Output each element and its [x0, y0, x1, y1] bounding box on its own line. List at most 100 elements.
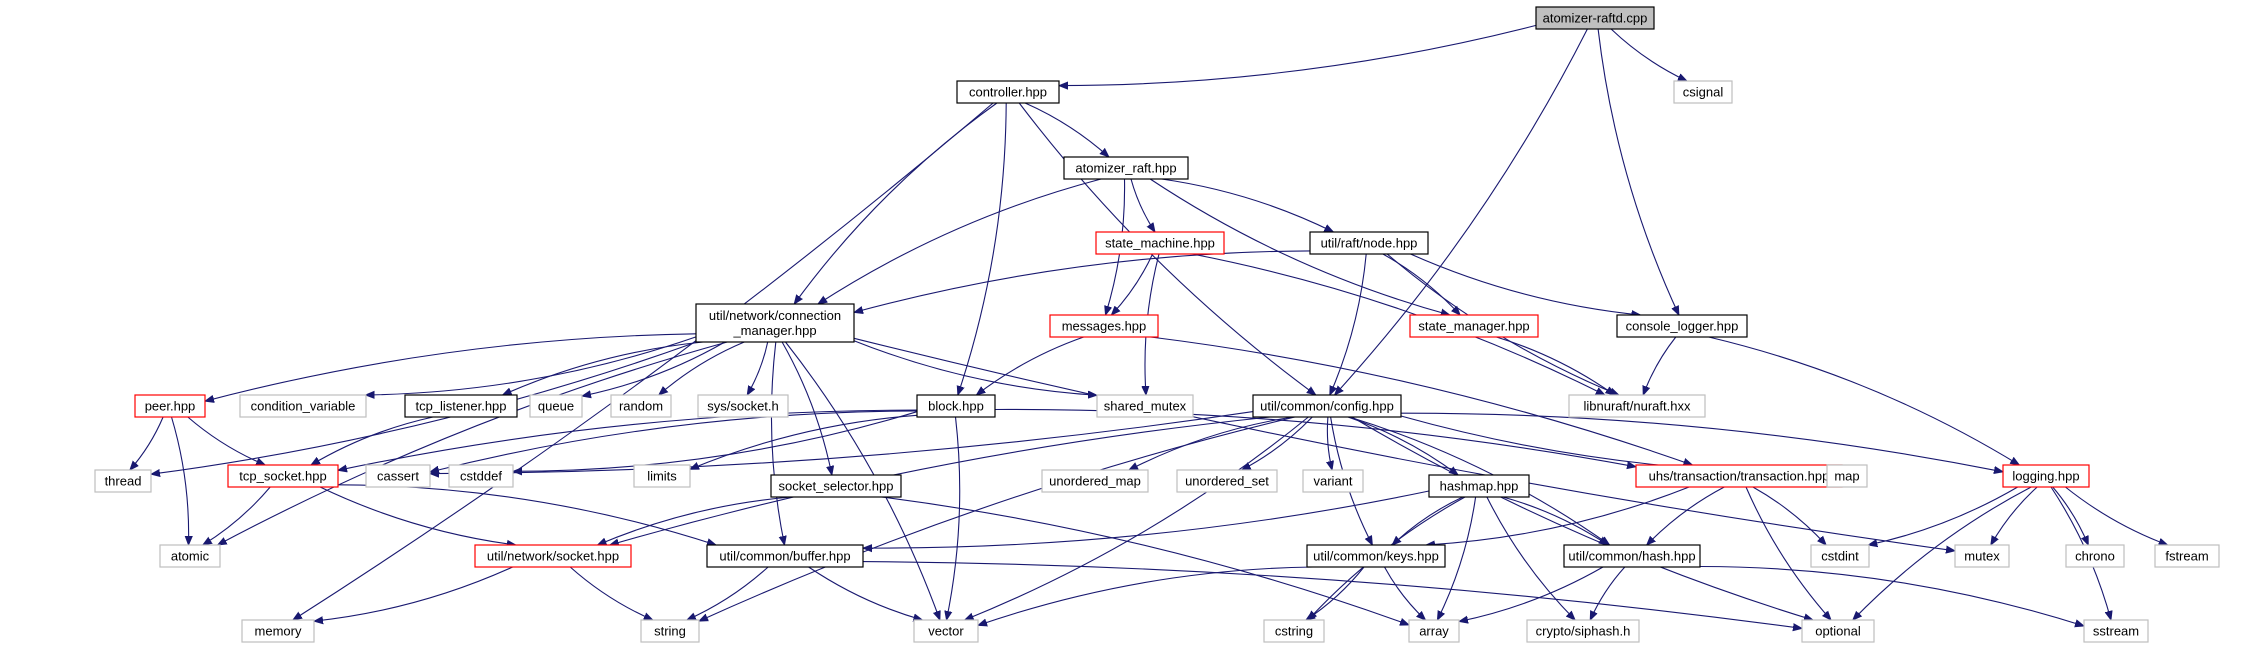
node-mutex: mutex	[1954, 544, 2010, 568]
edge-config-to-variant	[1327, 416, 1332, 470]
node-box-logging	[2002, 464, 2090, 488]
edge-socket_selector-to-array	[881, 496, 1409, 625]
edge-hashmap-to-hash	[1502, 496, 1608, 545]
node-hash[interactable]: util/common/hash.hpp	[1563, 544, 1701, 568]
edge-console_logger-to-nuraft	[1643, 336, 1677, 395]
node-label-socket_selector: socket_selector.hpp	[779, 479, 894, 494]
node-box-unordered_set	[1176, 469, 1278, 493]
node-sys_socket: sys/socket.h	[697, 394, 789, 418]
node-label-vector: vector	[928, 624, 964, 639]
node-box-root	[1535, 6, 1655, 30]
node-label-cassert: cassert	[377, 469, 419, 484]
edge-config-to-cassert	[430, 411, 1254, 474]
node-unordered_map: unordered_map	[1041, 469, 1149, 493]
node-logging[interactable]: logging.hpp	[2002, 464, 2090, 488]
edge-conn_mgr-to-atomic	[218, 341, 728, 545]
edge-buffer-to-optional	[862, 561, 1802, 629]
node-box-variant	[1302, 469, 1364, 493]
edge-config-to-logging	[1400, 412, 2003, 472]
node-transaction[interactable]: uhs/transaction/transaction.hpp	[1635, 464, 1843, 488]
node-vector: vector	[913, 619, 979, 643]
edge-messages-to-block	[976, 336, 1084, 395]
node-socket_selector[interactable]: socket_selector.hpp	[770, 474, 902, 498]
edge-conn_mgr-to-tcp_listener	[503, 341, 704, 396]
node-label-socket: util/network/socket.hpp	[487, 549, 619, 564]
node-label-map: map	[1834, 469, 1859, 484]
edge-atomizer_raft-to-conn_mgr	[818, 178, 1102, 304]
edge-config-to-vector	[965, 416, 1309, 621]
edge-atomizer_raft-to-node	[1161, 178, 1334, 232]
node-label-keys: util/common/keys.hpp	[1313, 549, 1439, 564]
node-messages[interactable]: messages.hpp	[1049, 314, 1159, 338]
node-box-nuraft	[1568, 394, 1706, 418]
node-box-cassert	[365, 464, 431, 488]
node-label-root: atomizer-raftd.cpp	[1543, 11, 1648, 26]
node-box-optional	[1801, 619, 1875, 643]
node-cstddef: cstddef	[448, 464, 514, 488]
edge-messages-to-transaction	[1150, 336, 1693, 465]
node-fstream: fstream	[2154, 544, 2220, 568]
node-limits: limits	[633, 464, 691, 488]
node-controller[interactable]: controller.hpp	[956, 80, 1060, 104]
node-block[interactable]: block.hpp	[916, 394, 996, 418]
node-console_logger[interactable]: console_logger.hpp	[1616, 314, 1748, 338]
node-label-console_logger: console_logger.hpp	[1626, 319, 1739, 334]
edge-node-to-state_manager	[1382, 253, 1460, 315]
node-box-console_logger	[1616, 314, 1748, 338]
node-peer[interactable]: peer.hpp	[134, 394, 206, 418]
edge-transaction-to-optional	[1745, 486, 1831, 620]
edge-atomizer_raft-to-state_manager	[1149, 178, 1450, 315]
node-memory: memory	[241, 619, 315, 643]
node-box-config	[1252, 394, 1402, 418]
node-unordered_set: unordered_set	[1176, 469, 1278, 493]
node-root[interactable]: atomizer-raftd.cpp	[1535, 6, 1655, 30]
node-state_machine[interactable]: state_machine.hpp	[1095, 231, 1225, 255]
node-state_manager[interactable]: state_manager.hpp	[1409, 314, 1539, 338]
edge-block-to-tcp_socket	[338, 409, 918, 470]
edge-controller-to-block	[958, 102, 1007, 395]
node-box-cstddef	[448, 464, 514, 488]
edge-transaction-to-keys	[1426, 486, 1690, 545]
node-box-cstring	[1263, 619, 1325, 643]
node-socket[interactable]: util/network/socket.hpp	[474, 544, 632, 568]
node-box-chrono	[2065, 544, 2125, 568]
node-box-limits	[633, 464, 691, 488]
node-cstdint: cstdint	[1810, 544, 1870, 568]
edge-block-to-vector	[947, 416, 961, 620]
node-box-random	[610, 394, 672, 418]
node-label-conn_mgr-line1: _manager.hpp	[732, 323, 816, 338]
edge-controller-to-memory	[293, 102, 994, 620]
node-label-unordered_map: unordered_map	[1049, 474, 1141, 489]
node-shared_mutex: shared_mutex	[1096, 394, 1194, 418]
node-box-mutex	[1954, 544, 2010, 568]
edge-block-to-limits	[690, 414, 918, 470]
edge-node-to-console_logger	[1410, 253, 1641, 315]
edge-state_manager-to-nuraft	[1496, 336, 1614, 395]
edge-config-to-string	[699, 416, 1296, 622]
node-tcp_listener[interactable]: tcp_listener.hpp	[404, 394, 518, 418]
node-node[interactable]: util/raft/node.hpp	[1309, 231, 1429, 255]
node-box-hash	[1563, 544, 1701, 568]
node-config[interactable]: util/common/config.hpp	[1252, 394, 1402, 418]
node-buffer[interactable]: util/common/buffer.hpp	[706, 544, 864, 568]
edge-hash-to-sstream	[1699, 565, 2084, 627]
edge-root-to-console_logger	[1597, 28, 1679, 315]
node-box-condition_variable	[239, 394, 367, 418]
node-label-mutex: mutex	[1964, 549, 2000, 564]
node-label-array: array	[1419, 624, 1449, 639]
node-box-socket_selector	[770, 474, 902, 498]
node-box-sstream	[2083, 619, 2149, 643]
node-tcp_socket[interactable]: tcp_socket.hpp	[227, 464, 339, 488]
node-cassert: cassert	[365, 464, 431, 488]
edge-block-to-cstddef	[513, 411, 918, 472]
node-conn_mgr[interactable]: util/network/connection_manager.hpp	[695, 303, 855, 343]
node-hashmap[interactable]: hashmap.hpp	[1428, 474, 1530, 498]
node-label-atomic: atomic	[171, 549, 210, 564]
node-atomizer_raft[interactable]: atomizer_raft.hpp	[1063, 156, 1189, 180]
node-label-tcp_listener: tcp_listener.hpp	[415, 399, 506, 414]
node-keys[interactable]: util/common/keys.hpp	[1306, 544, 1446, 568]
node-label-unordered_set: unordered_set	[1185, 474, 1269, 489]
node-label-shared_mutex: shared_mutex	[1104, 399, 1187, 414]
node-random: random	[610, 394, 672, 418]
node-atomic: atomic	[159, 544, 221, 568]
